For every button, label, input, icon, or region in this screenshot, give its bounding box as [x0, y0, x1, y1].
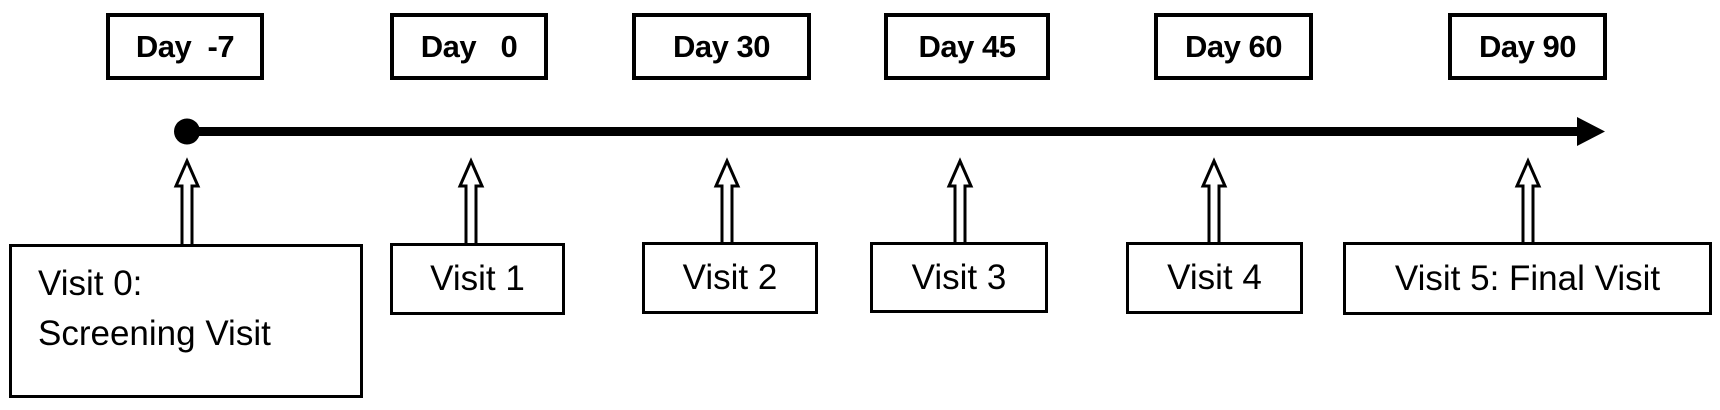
visit-box-2: Visit 2: [642, 242, 818, 314]
day-box-60: Day 60: [1154, 13, 1313, 80]
day-box-30: Day 30: [632, 13, 811, 80]
visit-box-0: Visit 0: Screening Visit: [9, 244, 363, 398]
day-box-0: Day 0: [390, 13, 548, 80]
day-box-minus7: Day -7: [106, 13, 264, 80]
visit-box-5: Visit 5: Final Visit: [1343, 242, 1712, 315]
visit-box-3: Visit 3: [870, 242, 1048, 313]
up-arrow-icon: [173, 157, 201, 245]
timeline-start-dot: [174, 118, 200, 145]
day-box-90: Day 90: [1448, 13, 1607, 80]
visit-box-1: Visit 1: [390, 243, 565, 315]
up-arrow-icon: [713, 157, 741, 245]
up-arrow-icon: [1200, 157, 1228, 245]
up-arrow-icon: [457, 157, 485, 245]
day-box-45: Day 45: [884, 13, 1050, 80]
up-arrow-icon: [946, 157, 974, 245]
timeline-arrowhead-icon: [1577, 117, 1605, 146]
up-arrow-icon: [1514, 157, 1542, 245]
visit-box-4: Visit 4: [1126, 242, 1303, 314]
